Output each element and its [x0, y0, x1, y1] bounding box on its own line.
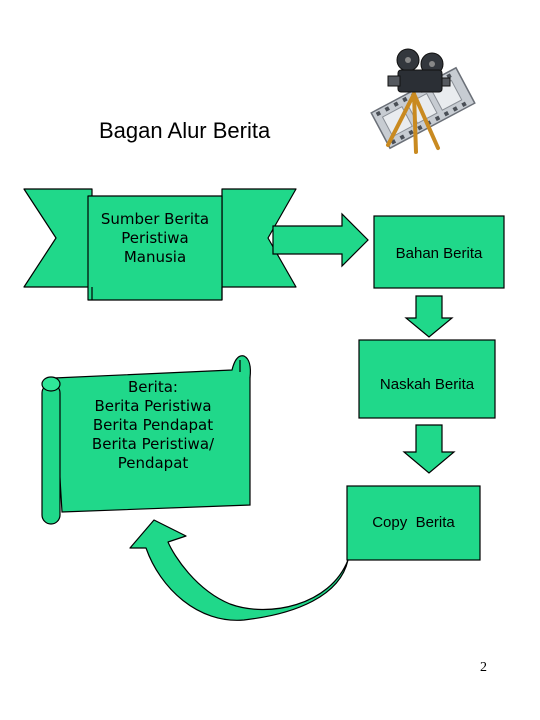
- source-banner: [23, 188, 297, 301]
- arrow-right: [272, 212, 369, 268]
- script-label: Naskah Berita: [379, 376, 475, 393]
- source-line: Sumber Berita: [100, 210, 210, 228]
- news-text: Berita: Berita Peristiwa Berita Pendapat…: [62, 378, 244, 473]
- diagram-title: Bagan Alur Berita: [99, 118, 271, 143]
- arrow-down-1: [404, 295, 454, 338]
- copy-box: [346, 485, 481, 561]
- news-line: Berita:: [128, 378, 178, 396]
- news-line: Berita Pendapat: [92, 416, 214, 434]
- arrow-down-2: [402, 424, 456, 474]
- film-camera-icon: [370, 48, 476, 154]
- arrow-curved-return: [129, 519, 349, 621]
- source-line: Manusia: [123, 248, 187, 266]
- material-label: Bahan Berita: [395, 245, 483, 262]
- news-line: Pendapat: [117, 454, 189, 472]
- news-line: Berita Peristiwa: [94, 397, 212, 415]
- source-line: Peristiwa: [121, 229, 189, 247]
- script-box: [358, 339, 496, 419]
- news-scroll: [41, 355, 251, 525]
- news-line: Berita Peristiwa/: [91, 435, 215, 453]
- page-number: 2: [480, 660, 487, 675]
- copy-label: Copy Berita: [372, 514, 455, 531]
- source-text: Sumber Berita Peristiwa Manusia: [88, 210, 222, 267]
- material-box: [373, 215, 505, 289]
